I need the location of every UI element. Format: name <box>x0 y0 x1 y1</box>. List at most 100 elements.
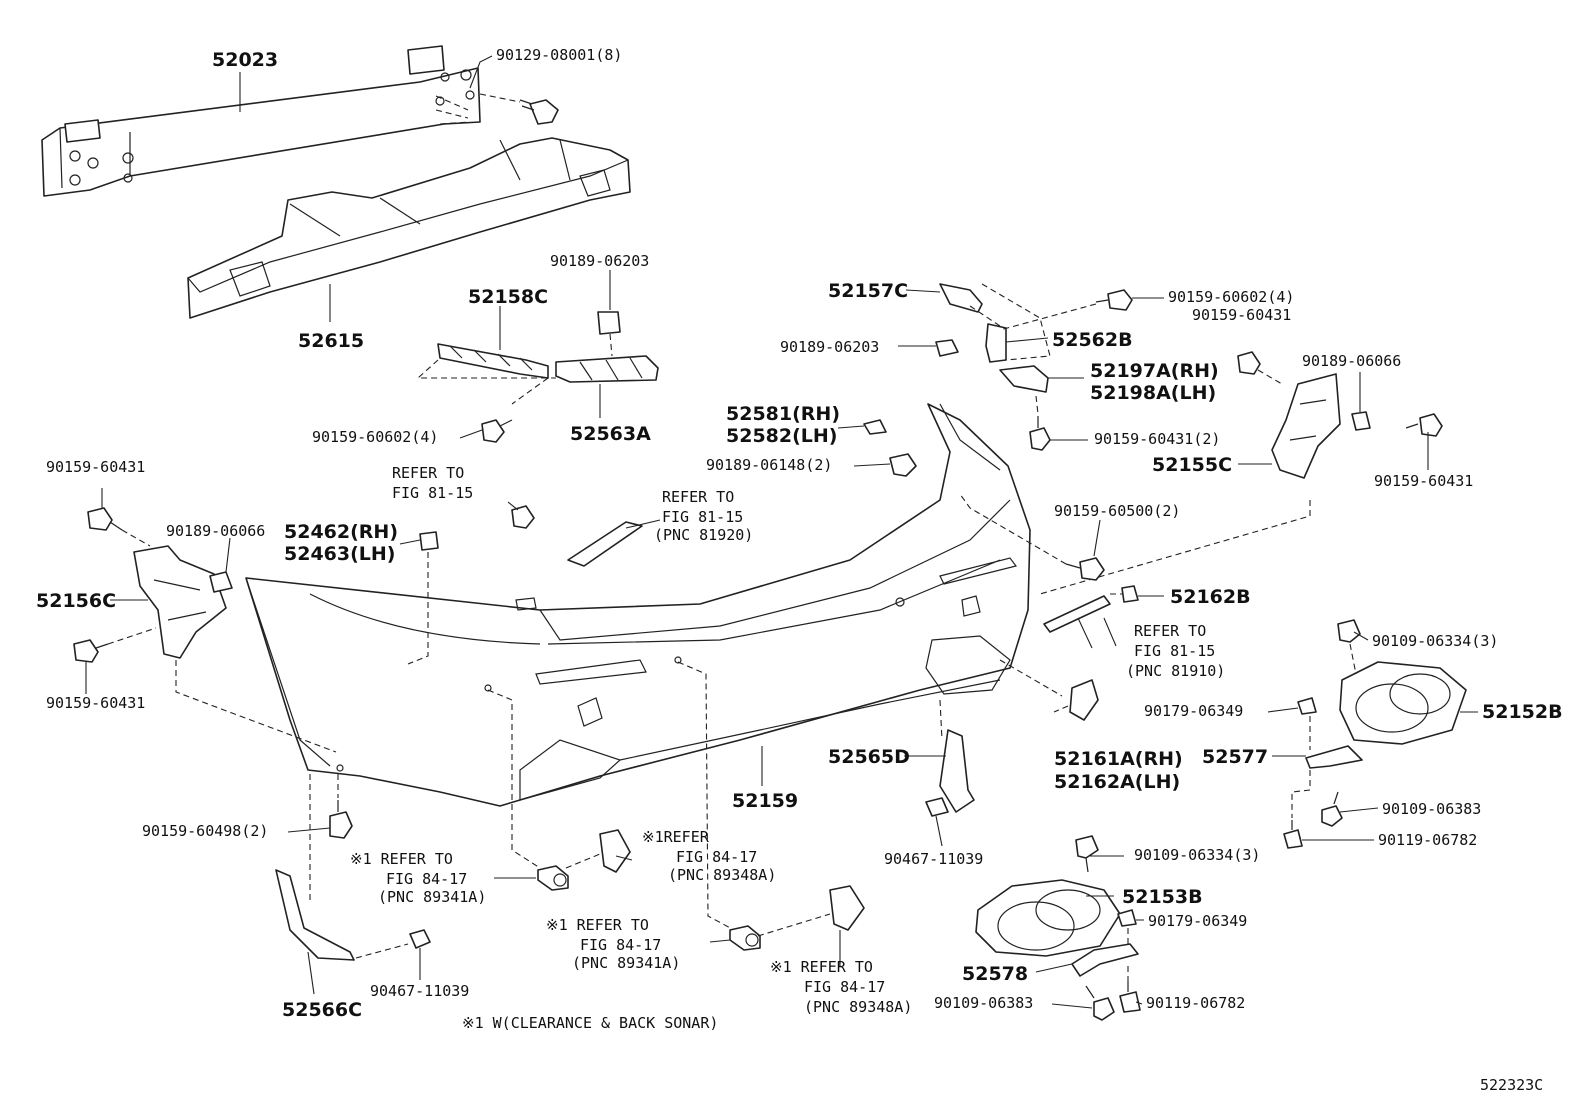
clip-90189-06203-left[interactable] <box>597 311 621 335</box>
label-52577[interactable]: 52577 <box>1202 746 1268 768</box>
label-90159-60602-right[interactable]: 90159-60602(4) <box>1168 288 1294 306</box>
bolt-90109-06334-b[interactable] <box>1075 835 1099 873</box>
label-52155C[interactable]: 52155C <box>1152 454 1232 476</box>
label-90179-06349-b[interactable]: 90179-06349 <box>1148 912 1247 930</box>
label-90159-60431-right[interactable]: 90159-60431 <box>1374 472 1473 490</box>
label-90189-06148[interactable]: 90189-06148(2) <box>706 456 832 474</box>
retainer-52157C[interactable] <box>939 283 983 313</box>
label-52566C[interactable]: 52566C <box>282 999 362 1021</box>
bolt-90159-60431-right[interactable] <box>1405 413 1443 437</box>
label-52159[interactable]: 52159 <box>732 790 798 812</box>
label-90159-60500[interactable]: 90159-60500(2) <box>1054 502 1180 520</box>
label-90189-06203-left[interactable]: 90189-06203 <box>550 252 649 270</box>
label-90189-06066-right[interactable]: 90189-06066 <box>1302 352 1401 370</box>
mudguard-52566C[interactable] <box>275 869 355 961</box>
label-90119-06782-a[interactable]: 90119-06782 <box>1378 831 1477 849</box>
label-52463[interactable]: 52463(LH) <box>284 543 395 565</box>
bracket-52578[interactable] <box>1071 943 1139 977</box>
bolt-90159-60500[interactable] <box>1065 557 1105 581</box>
bolt-90159-60431-2[interactable] <box>1029 416 1051 451</box>
refer-fig-81-15-pnc-81920[interactable]: REFER TO FIG 81-15 (PNC 81920) <box>654 488 753 544</box>
label-52162B[interactable]: 52162B <box>1170 586 1251 608</box>
bumper-bracket-52155C[interactable] <box>1271 373 1341 479</box>
bumper-side-retainer-52158C[interactable] <box>437 343 549 379</box>
label-90109-06334-b[interactable]: 90109-06334(3) <box>1134 846 1260 864</box>
label-52158C[interactable]: 52158C <box>468 286 548 308</box>
clip-52162B[interactable] <box>1121 585 1139 603</box>
label-52462[interactable]: 52462(RH) <box>284 521 398 543</box>
refer-fig-84-17-pnc-89348A-a[interactable]: ※1REFER FIG 84-17 (PNC 89348A) <box>642 828 776 884</box>
sonar-bracket-89348A-a[interactable] <box>599 829 631 873</box>
label-90179-06349-a[interactable]: 90179-06349 <box>1144 702 1243 720</box>
reflector-pnc-81910[interactable] <box>1043 595 1111 633</box>
bolt-90159-60602-right[interactable] <box>1095 289 1133 311</box>
label-52615[interactable]: 52615 <box>298 330 364 352</box>
bracket-52577[interactable] <box>1305 745 1363 769</box>
label-90129-08001[interactable]: 90129-08001(8) <box>496 46 622 64</box>
label-52156C[interactable]: 52156C <box>36 590 116 612</box>
label-52197A[interactable]: 52197A(RH) <box>1090 360 1219 382</box>
label-90159-60431-top[interactable]: 90159-60431 <box>1192 306 1291 324</box>
screw-refer-fig-81-15[interactable] <box>511 505 535 529</box>
label-52563A[interactable]: 52563A <box>570 423 651 445</box>
refer-fig-84-17-pnc-89341A-a[interactable]: ※1 REFER TO FIG 84-17 (PNC 89341A) <box>350 850 486 906</box>
clip-90467-11039-right[interactable] <box>925 797 949 817</box>
label-52023[interactable]: 52023 <box>212 49 278 71</box>
refer-fig-81-15-pnc-81910[interactable]: REFER TO FIG 81-15 (PNC 81910) <box>1126 622 1225 680</box>
cover-52161A-52162A[interactable] <box>1069 679 1099 721</box>
label-90159-60431-2[interactable]: 90159-60431(2) <box>1094 430 1220 448</box>
bolt-90159-60431-left-bottom[interactable] <box>73 639 109 663</box>
retainer-52562B[interactable] <box>985 323 1007 363</box>
bolt-90159-60602-left[interactable] <box>481 419 513 443</box>
sonar-bracket-89348A-b[interactable] <box>829 885 865 931</box>
label-90109-06383-a[interactable]: 90109-06383 <box>1382 800 1481 818</box>
reflector-pnc-81920[interactable] <box>567 521 643 567</box>
bracket-52197A-52198A[interactable] <box>999 365 1049 393</box>
label-52157C[interactable]: 52157C <box>828 280 908 302</box>
label-90119-06782-b[interactable]: 90119-06782 <box>1146 994 1245 1012</box>
exhaust-cover-52153B[interactable] <box>975 879 1121 957</box>
bolt-90119-06782-b[interactable] <box>1119 982 1141 1013</box>
pad-52462-52463[interactable] <box>419 531 439 551</box>
label-90189-06203-right[interactable]: 90189-06203 <box>780 338 879 356</box>
sonar-sensor-89341A-b[interactable] <box>729 925 761 951</box>
spacer-52581-52582[interactable] <box>863 419 887 435</box>
bumper-bracket-52156C[interactable] <box>133 545 227 659</box>
nut-90179-06349-b[interactable] <box>1117 909 1137 927</box>
clip-90189-06066-left[interactable] <box>209 571 233 593</box>
nut-90179-06349-a[interactable] <box>1297 697 1317 715</box>
label-90109-06334-a[interactable]: 90109-06334(3) <box>1372 632 1498 650</box>
energy-absorber-52615[interactable] <box>187 137 631 319</box>
bolt-90129-08001[interactable] <box>519 99 559 125</box>
label-52565D[interactable]: 52565D <box>828 746 910 768</box>
refer-fig-84-17-pnc-89348A-b[interactable]: ※1 REFER TO FIG 84-17 (PNC 89348A) <box>770 958 912 1016</box>
label-90189-06066-left[interactable]: 90189-06066 <box>166 522 265 540</box>
bolt-90109-06383-b[interactable] <box>1085 985 1115 1021</box>
bolt-90159-60498[interactable] <box>329 800 353 839</box>
exhaust-cover-52152B[interactable] <box>1339 661 1467 745</box>
bolt-90119-06782-a[interactable] <box>1283 820 1303 849</box>
label-52162A[interactable]: 52162A(LH) <box>1054 771 1180 793</box>
label-52581[interactable]: 52581(RH) <box>726 403 840 425</box>
label-52198A[interactable]: 52198A(LH) <box>1090 382 1216 404</box>
clip-90189-06148[interactable] <box>889 453 917 477</box>
bolt-90159-60431-left-top[interactable] <box>87 507 123 531</box>
label-52578[interactable]: 52578 <box>962 963 1028 985</box>
label-90467-11039-right[interactable]: 90467-11039 <box>884 850 983 868</box>
label-90159-60602-left[interactable]: 90159-60602(4) <box>312 428 438 446</box>
clip-90189-06203-right[interactable] <box>935 339 959 357</box>
bolt-90159-60431-top[interactable] <box>1237 351 1261 375</box>
label-52582[interactable]: 52582(LH) <box>726 425 837 447</box>
label-90159-60431-left-bottom[interactable]: 90159-60431 <box>46 694 145 712</box>
sonar-sensor-89341A-a[interactable] <box>537 865 569 891</box>
label-90467-11039-left[interactable]: 90467-11039 <box>370 982 469 1000</box>
label-90109-06383-b[interactable]: 90109-06383 <box>934 994 1033 1012</box>
label-90159-60431-left-top[interactable]: 90159-60431 <box>46 458 145 476</box>
label-52153B[interactable]: 52153B <box>1122 886 1203 908</box>
label-90159-60498[interactable]: 90159-60498(2) <box>142 822 268 840</box>
rear-bumper-cover-52159[interactable] <box>245 403 1031 807</box>
clip-90189-06066-right[interactable] <box>1351 411 1371 431</box>
label-52161A[interactable]: 52161A(RH) <box>1054 748 1183 770</box>
label-52152B[interactable]: 52152B <box>1482 701 1563 723</box>
bolt-90109-06334-a[interactable] <box>1337 619 1361 643</box>
